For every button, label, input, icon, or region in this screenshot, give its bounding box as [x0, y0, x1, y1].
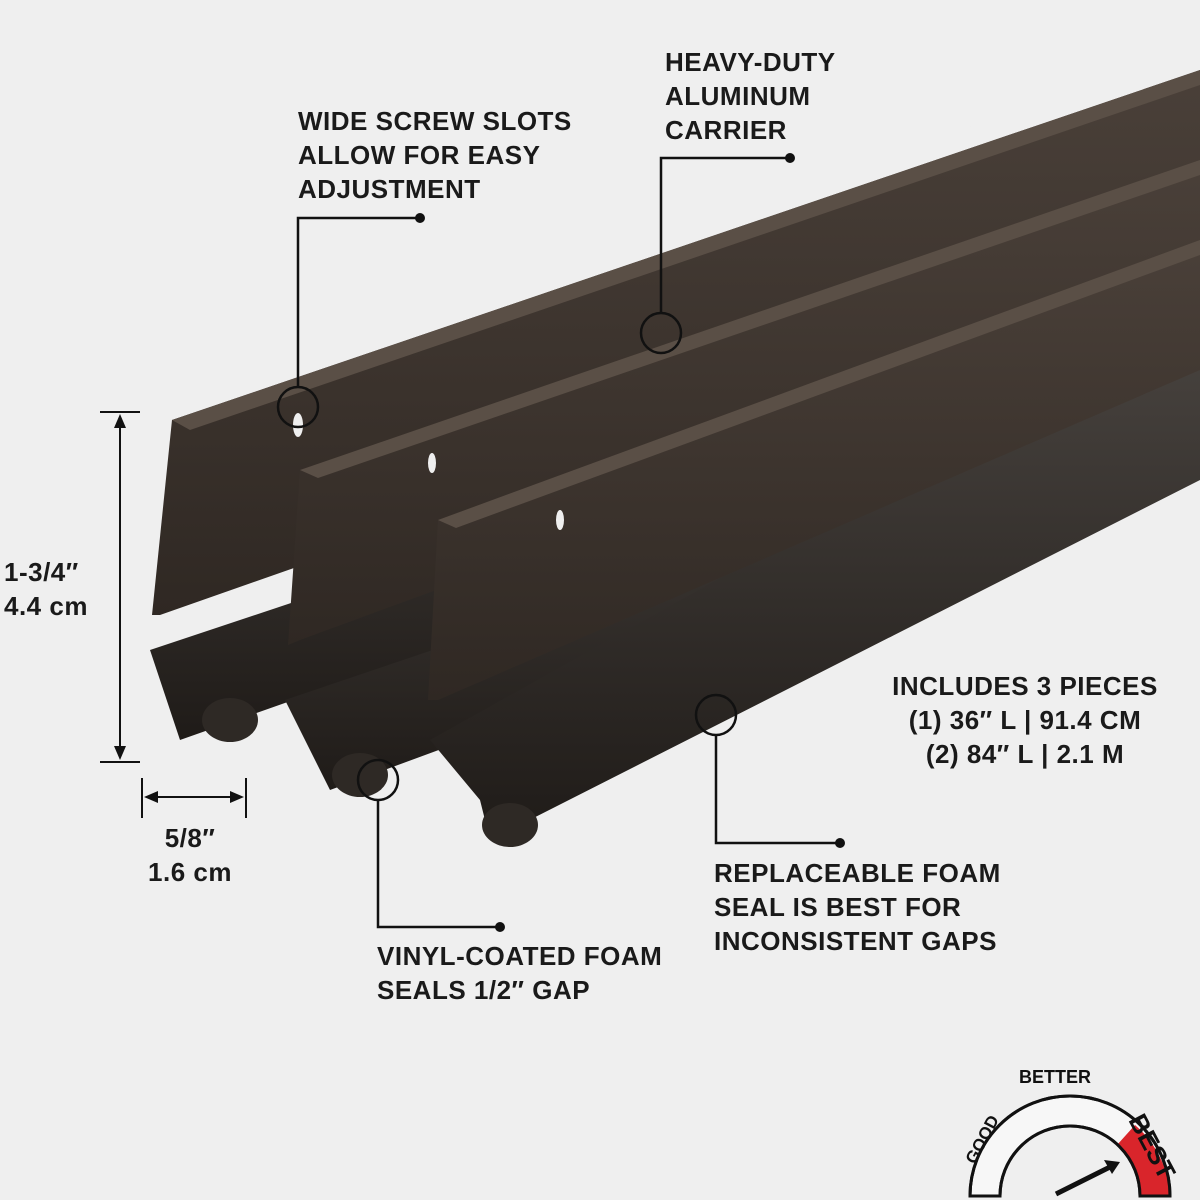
callout-dots	[415, 153, 845, 932]
foam-profile-2	[332, 753, 388, 797]
callout-line: CARRIER	[665, 115, 787, 145]
good-better-best-gauge: GOOD BETTER BEST	[962, 1067, 1182, 1198]
gauge-needle	[1054, 1163, 1114, 1197]
callout-line: ALLOW FOR EASY	[298, 140, 541, 170]
callout-leaders	[276, 156, 840, 929]
door-sweep-strip-3	[428, 240, 1200, 840]
callout-screw-slots: WIDE SCREW SLOTS ALLOW FOR EASY ADJUSTME…	[298, 104, 572, 206]
dimension-inches: 5/8″	[164, 823, 216, 853]
foam-profile-3	[482, 803, 538, 847]
gauge-fill	[1117, 1125, 1170, 1196]
screw-slots	[293, 124, 972, 530]
dimension-cm: 4.4 cm	[4, 591, 88, 621]
callout-line: ADJUSTMENT	[298, 174, 481, 204]
callout-line: INCONSISTENT GAPS	[714, 926, 997, 956]
callout-line: VINYL-COATED FOAM	[377, 941, 663, 971]
gauge-label-better: BETTER	[1019, 1067, 1091, 1087]
dimension-cm: 1.6 cm	[148, 857, 232, 887]
callout-line: SEAL IS BEST FOR	[714, 892, 962, 922]
height-dimension: 1-3/4″ 4.4 cm	[4, 555, 88, 623]
callout-line: ALUMINUM	[665, 81, 811, 111]
callout-line: WIDE SCREW SLOTS	[298, 106, 572, 136]
dimension-inches: 1-3/4″	[4, 557, 79, 587]
callout-carrier: HEAVY-DUTY ALUMINUM CARRIER	[665, 45, 836, 147]
includes-title: INCLUDES 3 PIECES	[892, 671, 1158, 701]
height-dimension-line	[100, 411, 140, 763]
width-dimension: 5/8″ 1.6 cm	[130, 821, 250, 889]
includes-line: (2) 84″ L | 2.1 m	[925, 739, 1125, 769]
width-dimension-line	[141, 778, 247, 818]
callout-line: SEALS 1/2″ GAP	[377, 975, 591, 1005]
callout-vinyl-seal: VINYL-COATED FOAM SEALS 1/2″ GAP	[377, 939, 662, 1007]
includes-pieces: INCLUDES 3 PIECES (1) 36″ L | 91.4 cm (2…	[860, 669, 1190, 771]
foam-profile-1	[202, 698, 258, 742]
callout-line: REPLACEABLE FOAM	[714, 858, 1001, 888]
callout-line: HEAVY-DUTY	[665, 47, 836, 77]
includes-line: (1) 36″ L | 91.4 cm	[908, 705, 1142, 735]
callout-replaceable-seal: REPLACEABLE FOAM SEAL IS BEST FOR INCONS…	[714, 856, 1001, 958]
